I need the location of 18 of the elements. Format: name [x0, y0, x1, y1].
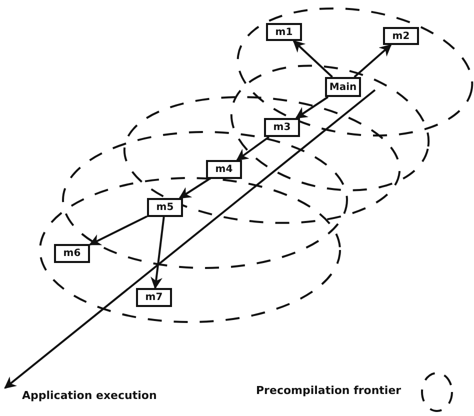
- call-arrow: [292, 40, 333, 78]
- method-box: m3: [264, 118, 300, 137]
- call-arrow: [295, 96, 328, 119]
- method-box: m6: [54, 244, 90, 263]
- call-arrow: [88, 216, 148, 246]
- call-arrow: [236, 136, 270, 161]
- method-box: m5: [147, 198, 183, 217]
- call-arrow: [354, 44, 392, 78]
- method-box: m4: [206, 160, 242, 179]
- call-arrow: [150, 216, 165, 290]
- method-box: m2: [383, 27, 419, 45]
- call-arrow: [178, 178, 210, 199]
- axis-label: Application execution: [22, 389, 157, 402]
- method-box: Main: [325, 77, 361, 97]
- legend-label: Precompilation frontier: [256, 384, 402, 397]
- execution-arrow: [4, 89, 376, 389]
- method-box: m7: [136, 288, 172, 307]
- method-box: m1: [266, 23, 302, 41]
